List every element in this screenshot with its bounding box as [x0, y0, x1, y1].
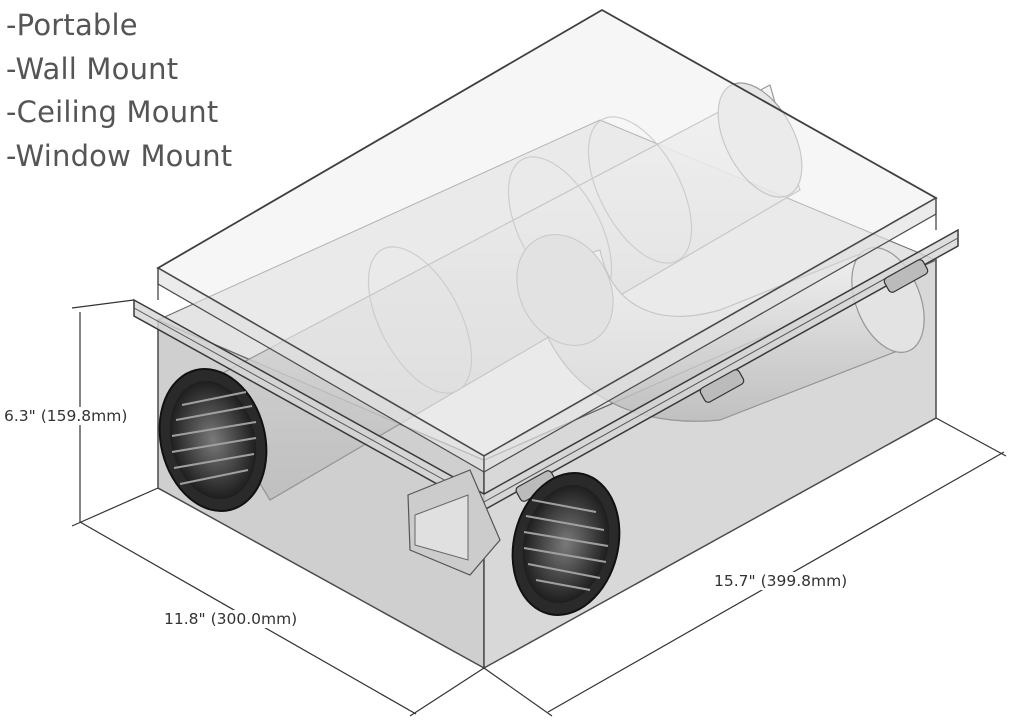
height-extension-top — [71, 299, 135, 309]
lid-flange-line — [483, 237, 959, 503]
width-extension-front — [483, 667, 553, 717]
mount-options-list: -Portable -Wall Mount -Ceiling Mount -Wi… — [6, 4, 232, 178]
left-grille-slats — [171, 391, 257, 485]
mount-option-wall: -Wall Mount — [6, 51, 179, 86]
mount-option-window: -Window Mount — [6, 138, 233, 173]
depth-extension — [409, 667, 485, 717]
height-extension-bottom — [71, 487, 159, 527]
latch-clip — [699, 369, 745, 403]
right-grille — [511, 472, 621, 616]
right-grille-inner — [522, 484, 610, 604]
latch-clip — [883, 259, 929, 293]
width-extension-back — [935, 417, 1007, 457]
lid-flange — [133, 228, 959, 511]
left-grille-inner — [169, 380, 257, 500]
mounting-bracket — [407, 469, 501, 576]
right-grille-slats — [523, 499, 609, 591]
mount-option-portable: -Portable — [6, 8, 138, 42]
enclosure-lid — [133, 8, 959, 511]
depth-dimension-label: 11.8" (300.0mm) — [162, 610, 300, 628]
mount-option-ceiling: -Ceiling Mount — [6, 95, 219, 129]
bracket-face — [414, 494, 469, 561]
height-dimension-label: 6.3" (159.8mm) — [2, 407, 130, 425]
lid-flange-line — [133, 307, 485, 503]
left-grille — [158, 368, 268, 512]
latch-clips — [515, 259, 929, 502]
width-dimension-label: 15.7" (399.8mm) — [712, 572, 850, 590]
